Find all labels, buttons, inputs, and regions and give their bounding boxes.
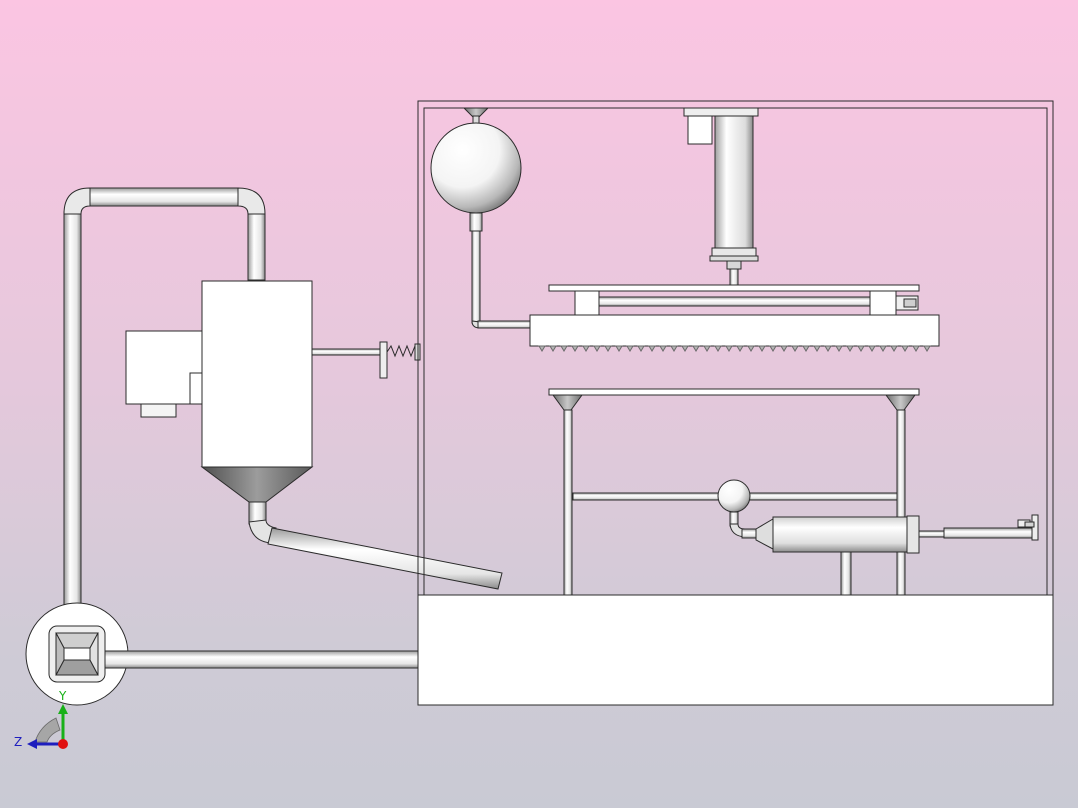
coordinate-triad: Y Z bbox=[14, 689, 68, 749]
y-axis-label: Y bbox=[58, 689, 67, 703]
spray-nozzle bbox=[615, 345, 623, 352]
spray-nozzle bbox=[813, 345, 821, 352]
spring-connector[interactable] bbox=[311, 341, 421, 379]
hopper-cone bbox=[200, 466, 314, 503]
spray-nozzle bbox=[560, 345, 568, 352]
spray-nozzle bbox=[791, 345, 799, 352]
fan-blower[interactable] bbox=[25, 602, 129, 706]
spray-nozzle bbox=[703, 345, 711, 352]
spray-nozzle bbox=[714, 345, 722, 352]
ball-valve[interactable] bbox=[572, 479, 898, 538]
support-table bbox=[548, 388, 920, 396]
z-axis-label: Z bbox=[14, 735, 22, 749]
spray-nozzle bbox=[890, 345, 898, 352]
spray-nozzle bbox=[846, 345, 854, 352]
spray-nozzle bbox=[582, 345, 590, 352]
spray-nozzle bbox=[571, 345, 579, 352]
spray-nozzle bbox=[549, 345, 557, 352]
cyclone-separator[interactable] bbox=[125, 280, 313, 468]
spray-nozzle bbox=[626, 345, 634, 352]
spray-nozzle bbox=[912, 345, 920, 352]
spray-nozzle bbox=[659, 345, 667, 352]
horizontal-tank[interactable] bbox=[741, 515, 920, 596]
spray-nozzle bbox=[835, 345, 843, 352]
spray-nozzle bbox=[538, 345, 546, 352]
spray-nozzle bbox=[758, 345, 766, 352]
spray-nozzle bbox=[725, 345, 733, 352]
vertical-cylinder[interactable] bbox=[683, 107, 759, 286]
spray-nozzle bbox=[857, 345, 865, 352]
spray-nozzle bbox=[802, 345, 810, 352]
z-axis-arrow bbox=[27, 739, 37, 749]
spray-nozzle bbox=[736, 345, 744, 352]
spray-nozzle bbox=[923, 345, 931, 352]
spray-nozzle bbox=[824, 345, 832, 352]
outlet-pipe[interactable] bbox=[918, 514, 1039, 541]
spray-nozzle bbox=[681, 345, 689, 352]
base-tank bbox=[417, 594, 1054, 706]
discharge-pipe[interactable] bbox=[248, 501, 503, 590]
spray-nozzle bbox=[692, 345, 700, 352]
origin-dot bbox=[58, 739, 68, 749]
spray-nozzle bbox=[879, 345, 887, 352]
y-axis-arrow bbox=[58, 704, 68, 714]
spray-nozzle bbox=[604, 345, 612, 352]
press-plate[interactable] bbox=[529, 284, 940, 347]
spray-nozzle bbox=[593, 345, 601, 352]
spherical-vessel[interactable] bbox=[430, 107, 531, 329]
feed-loop-pipe[interactable] bbox=[63, 187, 266, 633]
spray-nozzle bbox=[670, 345, 678, 352]
spray-nozzle bbox=[648, 345, 656, 352]
funnel-legs bbox=[552, 394, 916, 596]
spray-nozzle bbox=[747, 345, 755, 352]
spray-nozzle bbox=[901, 345, 909, 352]
spray-nozzle bbox=[769, 345, 777, 352]
nozzle-manifold bbox=[538, 345, 931, 352]
spray-nozzle bbox=[637, 345, 645, 352]
return-pipe[interactable] bbox=[104, 650, 419, 669]
spray-nozzle bbox=[780, 345, 788, 352]
spray-nozzle bbox=[868, 345, 876, 352]
